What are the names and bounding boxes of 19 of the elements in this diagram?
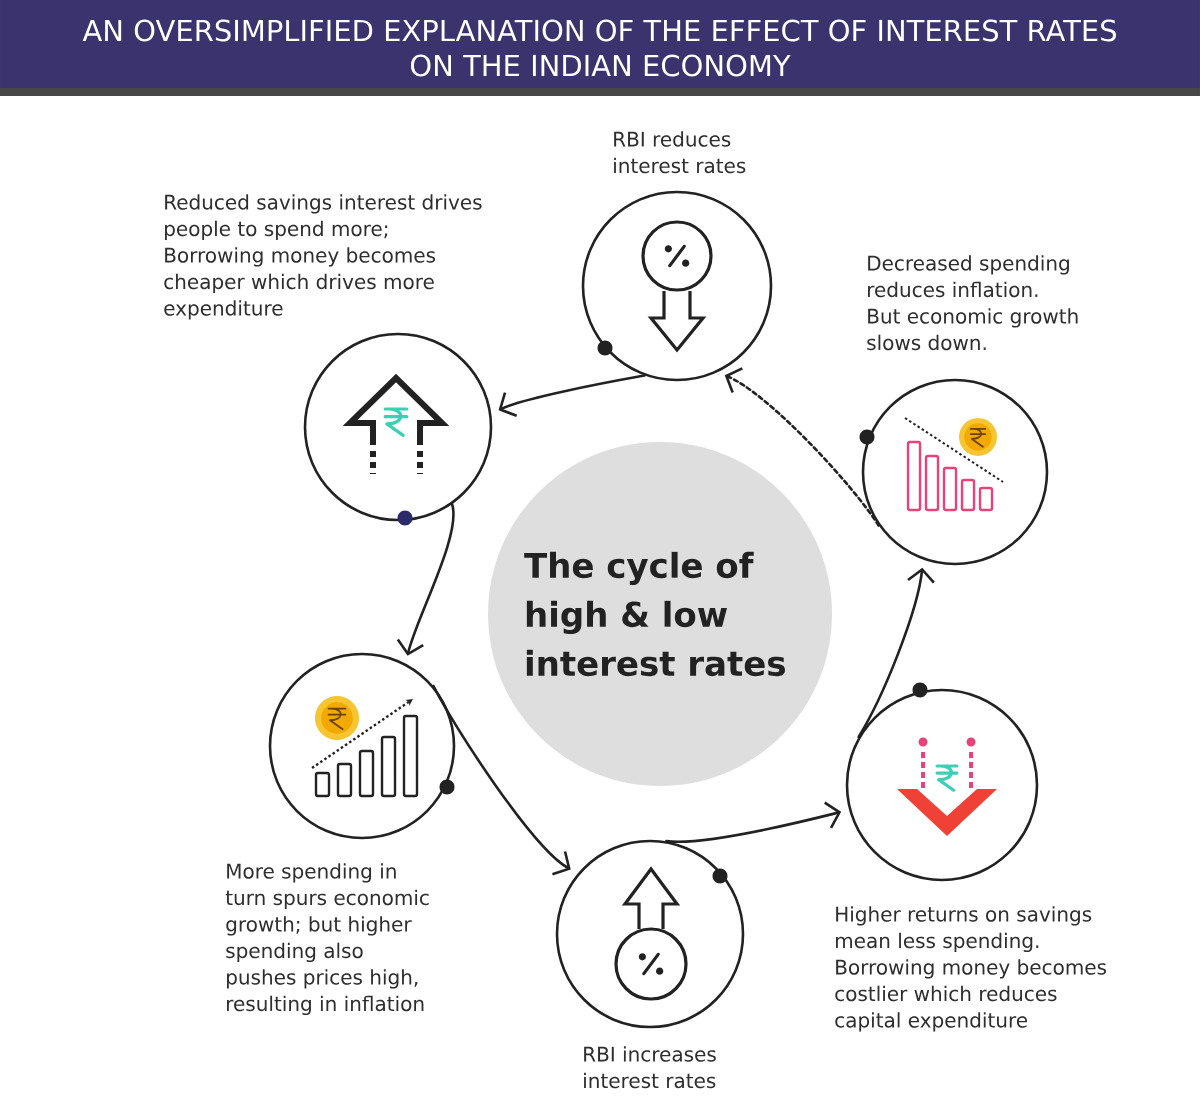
arrow — [396, 502, 455, 656]
step-circle — [555, 839, 745, 1029]
step-circle — [303, 332, 493, 522]
title-banner: AN OVERSIMPLIFIED EXPLANATION OF THE EFFECT OF INTEREST RATES ON THE INDIAN ECONOMY — [0, 0, 1200, 96]
step-circle — [845, 688, 1039, 882]
dashed-arrow — [724, 367, 880, 527]
caption-text: Decreased spending reduces inflation. But economic growth slows down. — [867, 255, 1078, 351]
step-circle — [268, 652, 456, 840]
arrow — [432, 684, 571, 876]
caption-text: Reduced savings interest drives people to spend more; Borrowing money becomes cheaper which drives more expenditure — [164, 194, 482, 320]
step-circle — [861, 378, 1049, 566]
arrow — [857, 567, 935, 739]
caption-text: RBI increases interest rates — [584, 1046, 716, 1089]
caption-text: More spending in turn spurs economic growth; but higher spending also pushes prices high, resulting in inflation — [225, 863, 429, 1016]
caption-text: RBI reduces interest rates — [614, 131, 746, 174]
arrow — [498, 374, 646, 417]
step-circle — [581, 190, 773, 382]
caption-text: Higher returns on savings mean less spending. Borrowing money becomes costlier which reduces capital expenditure — [835, 906, 1107, 1032]
arrow — [665, 801, 842, 844]
